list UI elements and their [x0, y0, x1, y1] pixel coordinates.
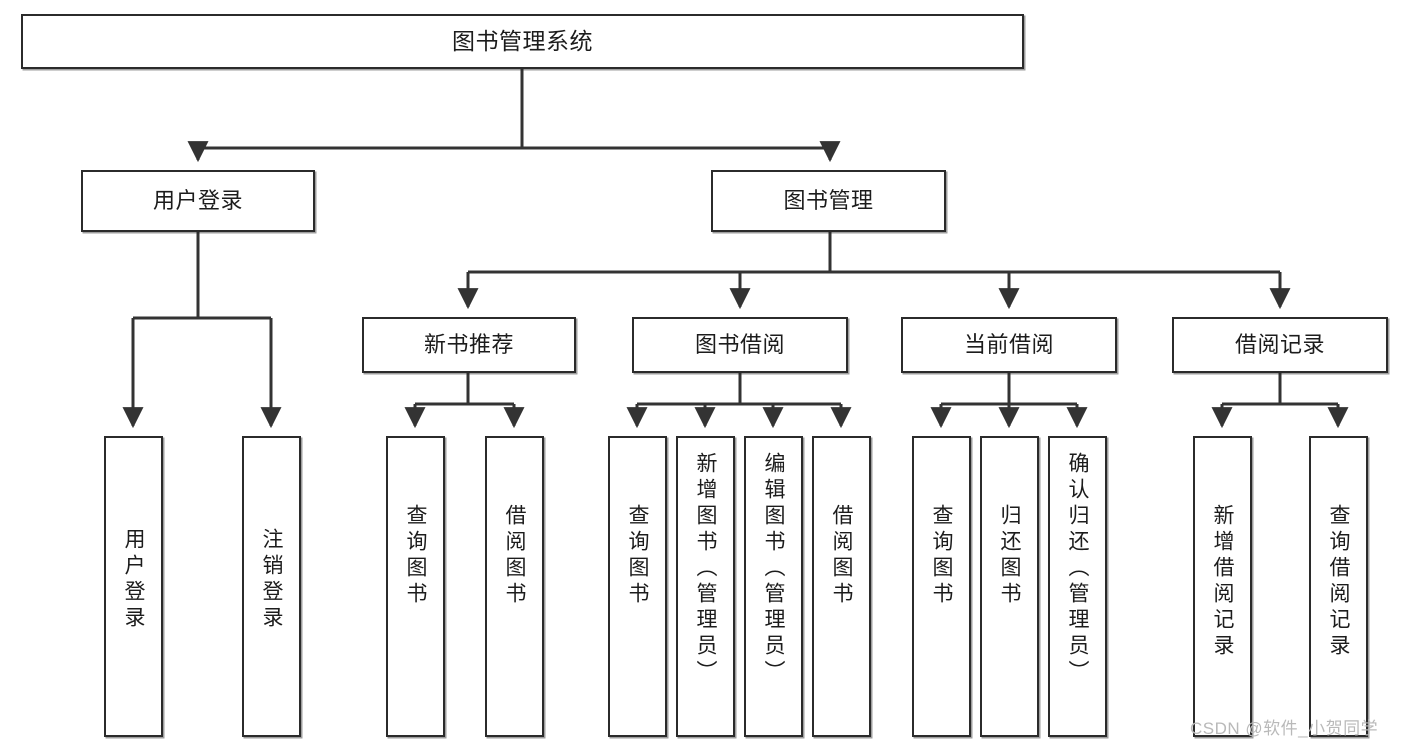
leaf-add-book-admin[interactable]: 新增图书（管理员） [676, 436, 735, 737]
leaf-return-book[interactable]: 归还图书 [980, 436, 1039, 737]
leaf-borrow-book[interactable]: 借阅图书 [812, 436, 871, 737]
node-label: 新增图书（管理员） [694, 452, 717, 686]
node-book-management[interactable]: 图书管理 [711, 170, 946, 232]
node-label: 查询图书 [626, 504, 649, 608]
node-label: 用户登录 [122, 528, 145, 632]
node-book-borrow[interactable]: 图书借阅 [632, 317, 848, 373]
leaf-query-book-current[interactable]: 查询图书 [912, 436, 971, 737]
node-label: 借阅图书 [503, 504, 526, 608]
node-current-borrow[interactable]: 当前借阅 [901, 317, 1117, 373]
node-label: 图书借阅 [694, 332, 785, 358]
node-label: 归还图书 [998, 504, 1021, 608]
leaf-logout[interactable]: 注销登录 [242, 436, 301, 737]
node-label: 查询图书 [930, 504, 953, 608]
leaf-user-login[interactable]: 用户登录 [104, 436, 163, 737]
node-borrow-record[interactable]: 借阅记录 [1172, 317, 1388, 373]
leaf-add-borrow-record[interactable]: 新增借阅记录 [1193, 436, 1252, 737]
node-label: 查询借阅记录 [1327, 504, 1350, 660]
leaf-borrow-book-recommend[interactable]: 借阅图书 [485, 436, 544, 737]
leaf-query-borrow-record[interactable]: 查询借阅记录 [1309, 436, 1368, 737]
node-label: 当前借阅 [963, 332, 1054, 358]
node-label: 新增借阅记录 [1211, 504, 1234, 660]
node-label: 编辑图书（管理员） [762, 452, 785, 686]
node-label: 新书推荐 [423, 332, 514, 358]
leaf-query-book-recommend[interactable]: 查询图书 [386, 436, 445, 737]
node-label: 借阅图书 [830, 504, 853, 608]
node-label: 用户登录 [152, 188, 243, 214]
node-label: 图书管理系统 [452, 27, 593, 54]
node-label: 借阅记录 [1234, 332, 1325, 358]
node-user-login[interactable]: 用户登录 [81, 170, 315, 232]
node-root-book-management-system[interactable]: 图书管理系统 [21, 14, 1024, 69]
leaf-edit-book-admin[interactable]: 编辑图书（管理员） [744, 436, 803, 737]
node-label: 注销登录 [260, 528, 283, 632]
leaf-query-book-borrow[interactable]: 查询图书 [608, 436, 667, 737]
watermark: CSDN @软件_小贺同学 [1190, 719, 1379, 738]
node-label: 查询图书 [404, 504, 427, 608]
leaf-confirm-return-admin[interactable]: 确认归还（管理员） [1048, 436, 1107, 737]
node-new-book-recommend[interactable]: 新书推荐 [362, 317, 576, 373]
node-label: 图书管理 [783, 188, 874, 214]
node-label: 确认归还（管理员） [1066, 452, 1089, 686]
